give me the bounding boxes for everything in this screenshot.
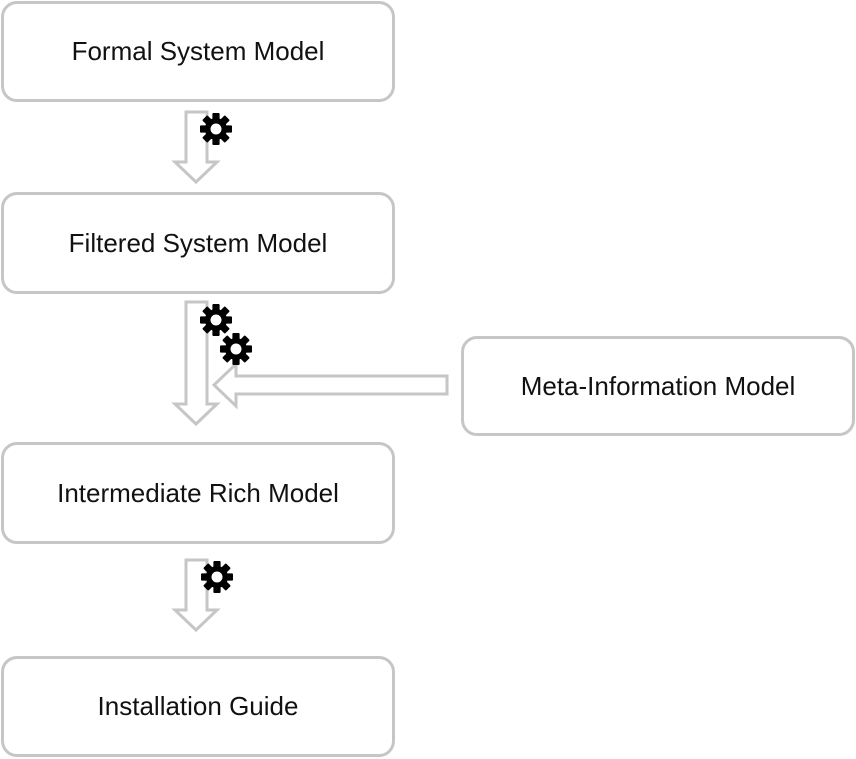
node-label: Formal System Model [71, 36, 325, 66]
node-label: Meta-Information Model [520, 370, 796, 401]
node-filtered-system-model: Filtered System Model [1, 192, 395, 294]
node-label: Installation Guide [97, 691, 299, 721]
node-intermediate-rich-model: Intermediate Rich Model [1, 442, 395, 544]
node-installation-guide: Installation Guide [1, 656, 395, 757]
gear-icon [200, 113, 232, 145]
node-meta-information-model: Meta-Information Model [461, 336, 855, 436]
node-formal-system-model: Formal System Model [1, 1, 395, 102]
gear-icon [201, 561, 233, 593]
gear-icon [200, 304, 232, 336]
arrow-meta-to-intermediate [211, 360, 449, 410]
gear-icon [220, 333, 252, 365]
node-label: Filtered System Model [68, 227, 328, 258]
node-label: Intermediate Rich Model [57, 477, 339, 508]
